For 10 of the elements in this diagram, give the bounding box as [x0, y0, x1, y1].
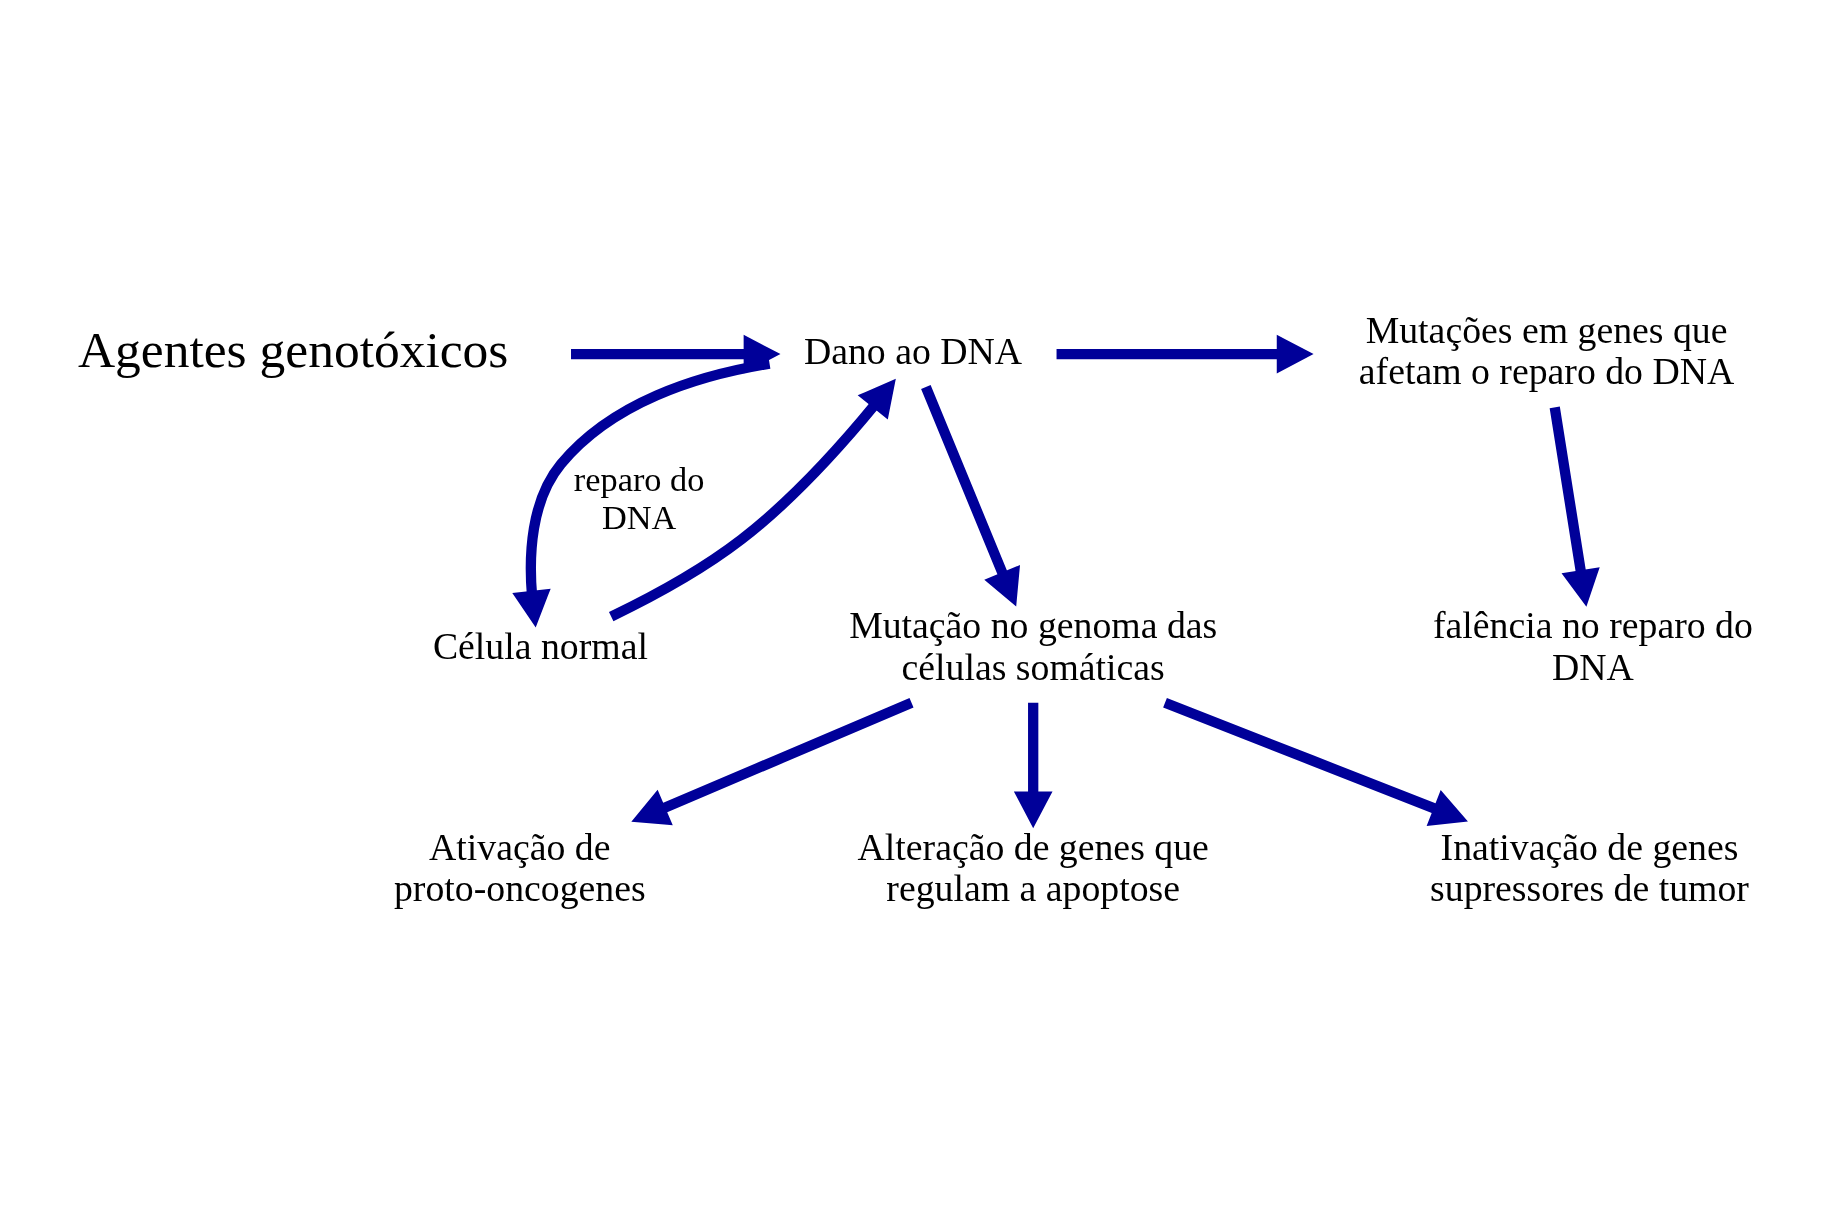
node-text: Célula normal	[432, 624, 648, 667]
node-text: Dano ao DNA	[803, 329, 1023, 372]
node-text: Alteração de genes que regulam a apoptose	[857, 825, 1209, 909]
node-text: Mutação no genoma das células somáticas	[849, 603, 1218, 688]
node-text: Mutações em genes que afetam o reparo do DNA	[1358, 308, 1735, 392]
edge-label: reparo do DNA	[573, 459, 705, 536]
node-text: Ativação de proto-oncogenes	[393, 825, 646, 909]
node-text: Inativação de genes supressores de tumor	[1430, 825, 1749, 909]
node-text: Agentes genotóxicos	[77, 320, 509, 378]
node-text: falência no reparo do DNA	[1433, 603, 1753, 688]
